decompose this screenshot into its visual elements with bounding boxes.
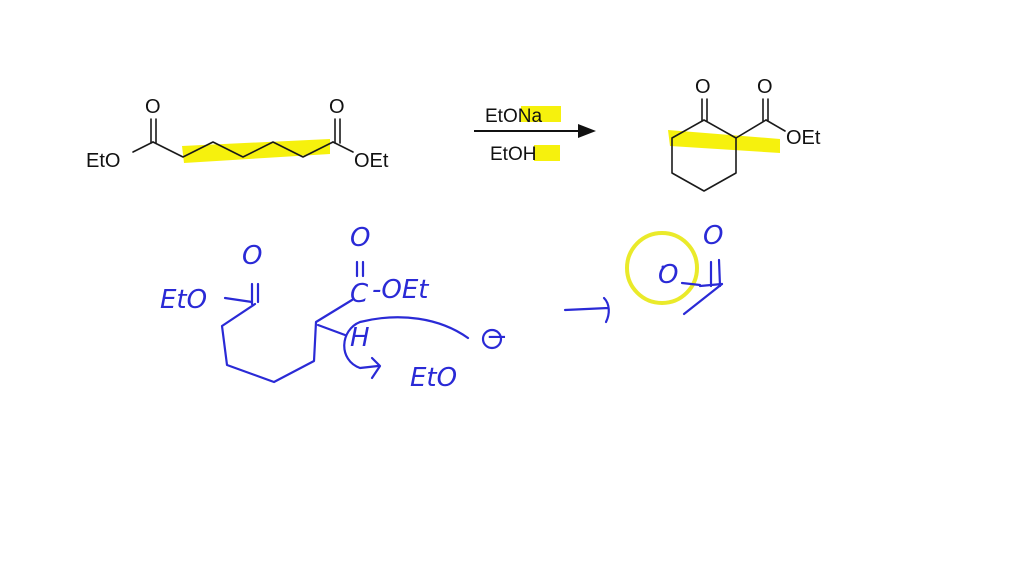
handwritten-mechanism: EtO O O C -OEt H EtO − <box>160 223 508 393</box>
hand-base-eto: EtO <box>410 363 457 393</box>
hand-right-oet: -OEt <box>372 275 429 305</box>
carbon-chain <box>152 141 334 158</box>
product-ester-o: O <box>757 76 773 98</box>
hand-left-carbonyl-o: O <box>242 241 262 271</box>
reactant-right-carbonyl-o: O <box>329 96 345 118</box>
reactant-left-carbonyl-o: O <box>145 96 161 118</box>
hand-base-charge: − <box>486 322 508 352</box>
hand-top-o: O <box>703 221 723 251</box>
product-ketone-o: O <box>695 76 711 98</box>
hand-right-carbon: C <box>350 279 369 309</box>
arrow-head-icon <box>578 124 596 138</box>
product-oet: OEt <box>786 127 821 149</box>
reaction-arrow: EtONa EtOH <box>474 106 596 165</box>
product-structure: O O OEt <box>668 76 821 192</box>
reactant-left-eto: EtO <box>86 150 120 172</box>
hand-arrow-icon <box>563 296 610 324</box>
yellow-highlight-circle <box>625 231 699 305</box>
cyclohexane-ring <box>671 119 737 192</box>
handwritten-enolate-sketch: O O <box>563 221 723 324</box>
hand-enolate-o: O <box>658 260 678 290</box>
hand-left-eto: EtO <box>160 285 207 315</box>
hand-right-carbonyl-o: O <box>350 223 370 253</box>
reactant-right-oet: OEt <box>354 150 389 172</box>
hand-carbon-chain <box>220 298 354 384</box>
ring-highlight <box>668 130 780 153</box>
reagent-below: EtOH <box>490 144 536 165</box>
reagent-above: EtONa <box>485 106 542 127</box>
hand-alpha-h: H <box>350 323 370 353</box>
curved-arrow-icon <box>343 316 470 370</box>
reactant-structure: EtO O O OEt <box>86 96 389 172</box>
